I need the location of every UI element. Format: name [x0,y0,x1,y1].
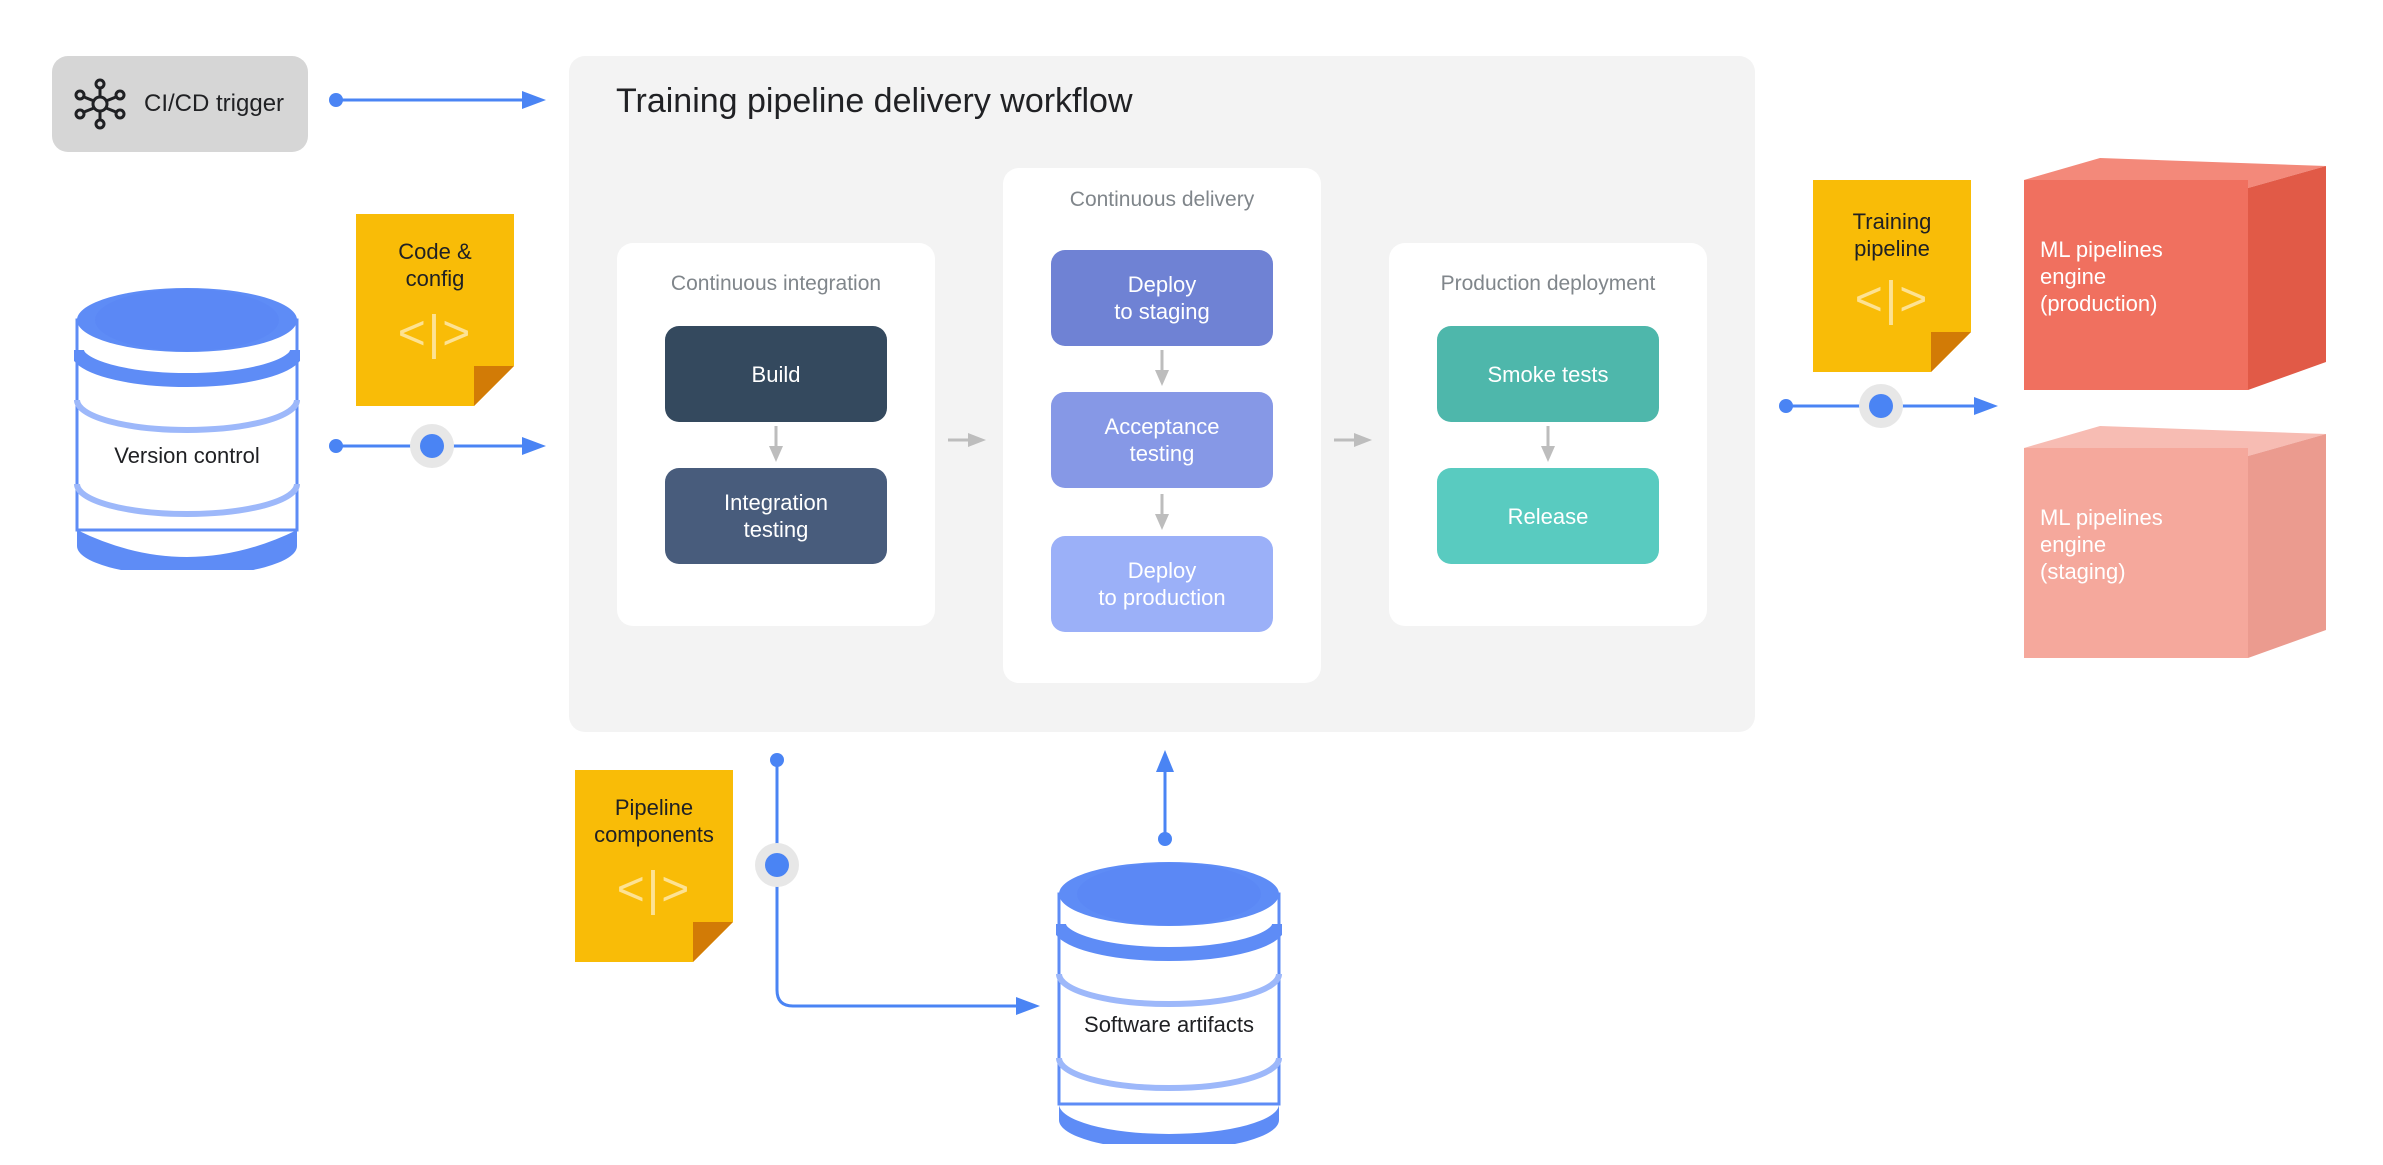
step-deploy-production: Deploy to production [1051,536,1273,632]
training-pipeline-note: Training pipeline <|> [1813,180,1971,372]
step-integration-testing: Integration testing [665,468,887,564]
step-deploy-staging: Deploy to staging [1051,250,1273,346]
version-control-database-icon [74,288,300,570]
stage-title-cd: Continuous delivery [1069,188,1255,211]
pipeline-components-note: Pipeline components <|> [575,770,733,962]
step-release: Release [1437,468,1659,564]
software-artifacts-label: Software artifacts [1084,1012,1254,1037]
artifacts-fetch-arrow [1156,750,1174,846]
cicd-trigger: CI/CD trigger [52,56,308,152]
stage-production-deployment [1389,243,1707,626]
ml-engine-production-label: ML pipelines engine (production) [2040,237,2163,316]
page-fold-icon [474,366,514,406]
stage-continuous-integration [617,243,935,626]
ml-engine-staging-label: ML pipelines engine (staging) [2040,505,2163,584]
step-smoke-tests: Smoke tests [1437,326,1659,422]
code-config-note: Code & config <|> [356,214,514,406]
ml-engine-staging-box [2024,426,2326,658]
code-icon: <|> [397,307,473,360]
pipeline-output-arrow [1779,384,1998,428]
stage-title-ci: Continuous integration [670,272,882,295]
version-control-arrow [329,424,546,468]
ml-engine-production-box [2024,158,2326,390]
artifacts-store-arrow [755,753,1040,1015]
page-fold-icon [1931,332,1971,372]
code-icon: <|> [1854,273,1930,326]
step-acceptance-testing: Acceptance testing [1051,392,1273,488]
code-icon: <|> [616,863,692,916]
workflow-title: Training pipeline delivery workflow [616,82,1133,120]
stage-title-pd: Production deployment [1440,272,1656,295]
step-build: Build [665,326,887,422]
trigger-arrow [329,91,546,109]
training-pipeline-label: Training pipeline [1852,209,1932,261]
page-fold-icon [693,922,733,962]
cicd-trigger-label: CI/CD trigger [144,90,285,117]
software-artifacts-database-icon [1056,862,1282,1144]
pipeline-components-label: Pipeline components [594,795,714,847]
version-control-label: Version control [114,443,260,468]
code-config-label: Code & config [398,239,472,291]
network-hub-icon [74,78,126,130]
